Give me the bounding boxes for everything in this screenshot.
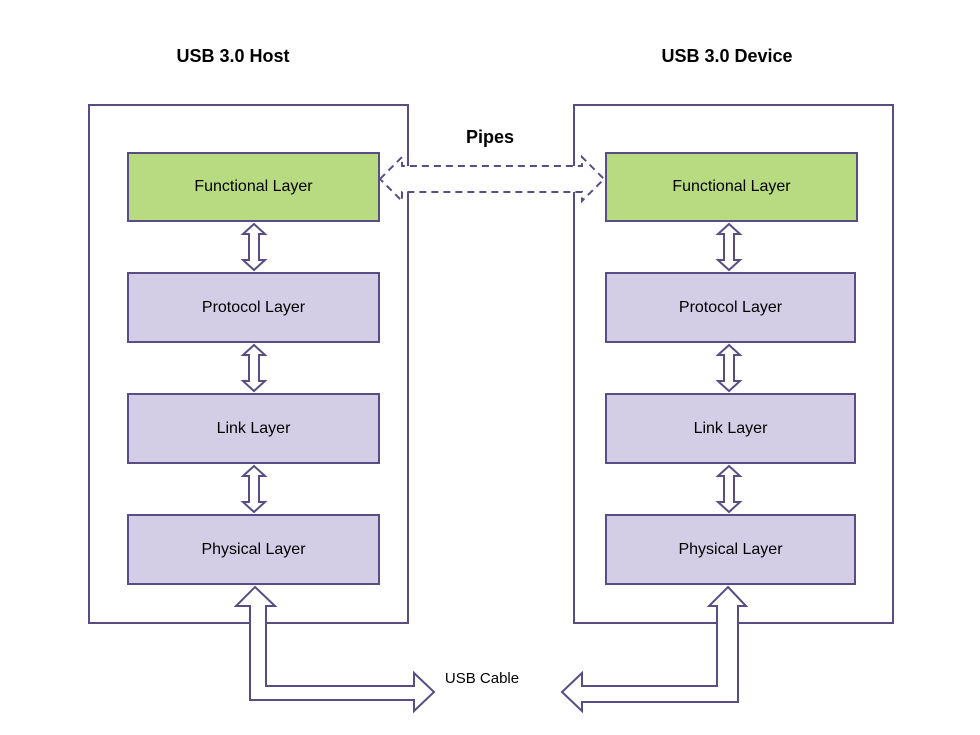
device-functional-layer-label: Functional Layer <box>672 178 791 195</box>
host-cable-arrow <box>233 585 436 714</box>
device-functional-protocol-arrow <box>715 222 743 272</box>
host-link-physical-arrow <box>240 464 268 514</box>
host-physical-layer: Physical Layer <box>127 514 380 585</box>
device-functional-layer: Functional Layer <box>605 152 858 222</box>
host-protocol-layer-label: Protocol Layer <box>201 298 306 316</box>
usb-cable-label: USB Cable <box>444 670 520 687</box>
host-functional-layer-label: Functional Layer <box>194 178 313 195</box>
device-physical-layer: Physical Layer <box>605 514 856 585</box>
device-protocol-layer: Protocol Layer <box>605 272 856 343</box>
host-protocol-layer: Protocol Layer <box>127 272 380 343</box>
device-protocol-layer-label: Protocol Layer <box>678 298 783 316</box>
host-functional-layer: Functional Layer <box>127 152 380 222</box>
device-physical-layer-label: Physical Layer <box>678 540 783 558</box>
device-title: USB 3.0 Device <box>661 46 793 66</box>
pipes-arrow <box>378 154 606 204</box>
device-link-layer-label: Link Layer <box>693 419 768 437</box>
device-link-layer: Link Layer <box>605 393 856 464</box>
host-link-layer: Link Layer <box>127 393 380 464</box>
host-protocol-link-arrow <box>240 343 268 393</box>
host-link-layer-label: Link Layer <box>216 419 291 437</box>
host-physical-layer-label: Physical Layer <box>201 540 306 558</box>
device-cable-arrow <box>560 585 749 714</box>
device-link-physical-arrow <box>715 464 743 514</box>
host-functional-protocol-arrow <box>240 222 268 272</box>
host-title: USB 3.0 Host <box>176 46 290 66</box>
pipes-label: Pipes <box>465 127 515 147</box>
device-protocol-link-arrow <box>715 343 743 393</box>
